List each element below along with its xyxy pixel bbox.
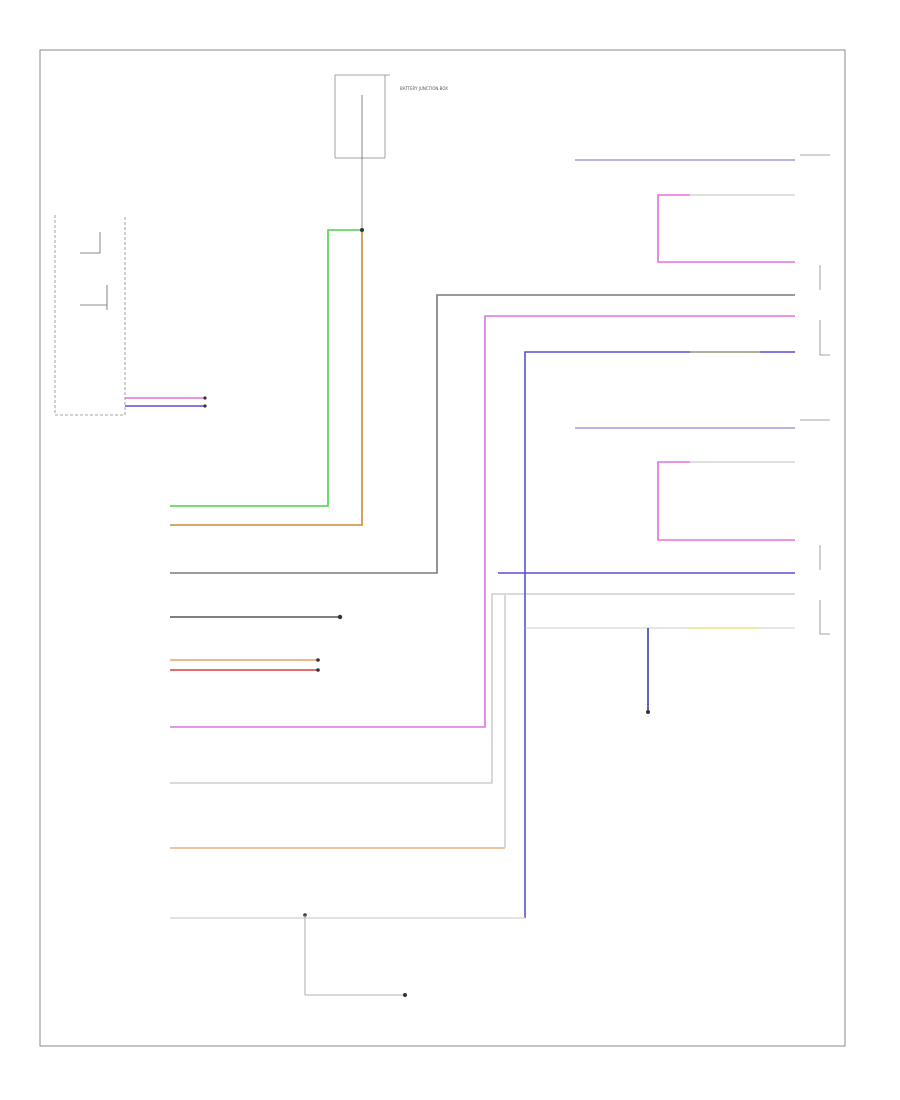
left-connector	[125, 396, 207, 408]
wire-green	[170, 229, 362, 507]
main-wires	[170, 294, 795, 997]
right-upper	[575, 154, 830, 356]
wire-violet-main	[524, 351, 795, 918]
feed-lines	[170, 160, 364, 526]
wire-gray-1	[170, 294, 795, 574]
wire-magenta-1	[657, 194, 795, 263]
wire-magenta-2	[657, 461, 795, 541]
left-module	[54, 215, 126, 416]
wire-orange	[170, 230, 363, 526]
diagram-frame	[39, 49, 846, 1047]
wire-pink-main	[170, 315, 795, 728]
fuse-box-label: BATTERY JUNCTION BOX	[400, 86, 448, 91]
wire-lightgray-1	[170, 593, 795, 784]
right-lower	[525, 419, 830, 714]
fuse-box: BATTERY JUNCTION BOX	[334, 74, 448, 160]
